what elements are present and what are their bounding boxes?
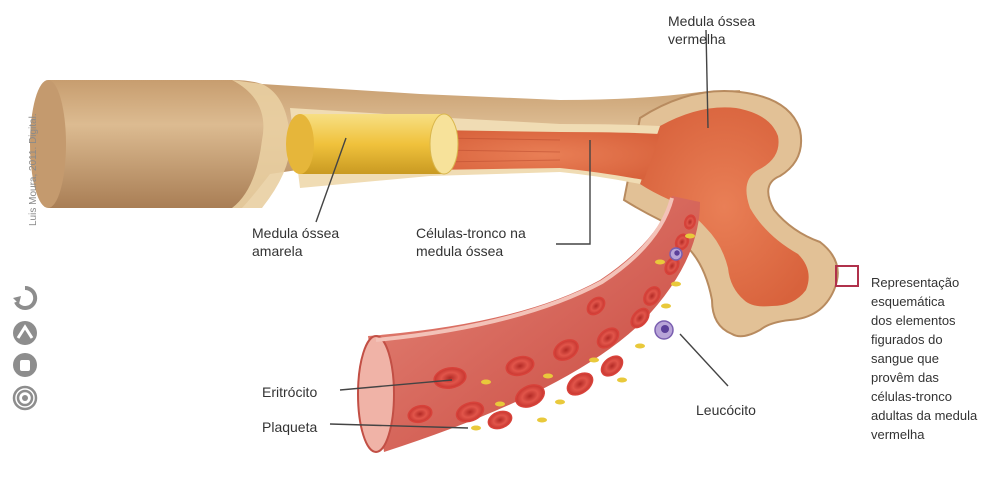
leukocyte-nucleus <box>674 250 679 255</box>
legend-box <box>836 266 858 286</box>
platelet-cell <box>661 304 671 309</box>
recycle-icon <box>12 284 38 316</box>
platelet-cell <box>471 426 481 431</box>
platelet-cell <box>589 358 599 363</box>
label-leukocyte: Leucócito <box>696 401 756 419</box>
platelet-cell <box>655 260 665 265</box>
chevron-icon <box>12 318 38 348</box>
platelet-cell <box>685 234 695 239</box>
label-platelet: Plaqueta <box>262 418 317 436</box>
spiral-icon <box>12 382 38 414</box>
platelet-cell <box>671 282 681 287</box>
platelet-cell <box>537 418 547 423</box>
platelet-cell <box>617 378 627 383</box>
yellow-marrow <box>286 114 458 174</box>
platelet-cell <box>481 380 491 385</box>
label-stem-cells: Células-tronco na medula óssea <box>416 224 526 260</box>
platelet-cell <box>543 374 553 379</box>
platelet-cell <box>495 402 505 407</box>
label-erythrocyte: Eritrócito <box>262 383 317 401</box>
erythrocyte-cell <box>598 352 627 380</box>
leader-leukocyte <box>680 334 728 386</box>
label-red-marrow: Medula óssea vermelha <box>668 12 755 48</box>
leukocyte-nucleus <box>661 325 669 333</box>
image-credit: Luis Moura, 2011. Digital. <box>28 113 39 226</box>
platelet-cell <box>555 400 565 405</box>
side-icon-column <box>12 284 40 416</box>
label-yellow-marrow: Medula óssea amarela <box>252 224 339 260</box>
hand-icon <box>12 350 38 380</box>
platelet-cell <box>635 344 645 349</box>
label-representation: Representação esquemática dos elementos … <box>871 273 977 444</box>
